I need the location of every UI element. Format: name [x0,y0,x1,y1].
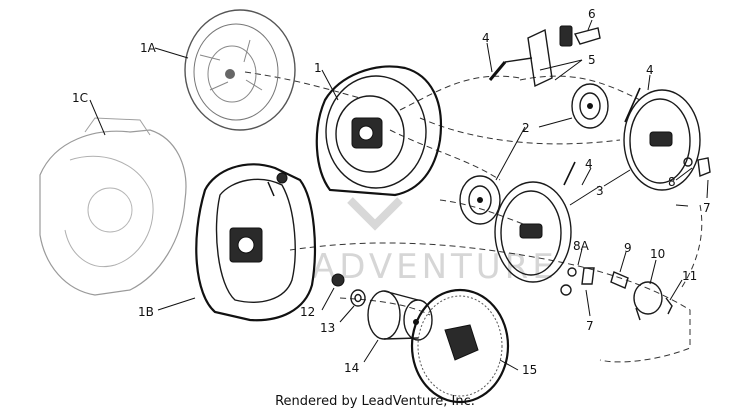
part-14-cup [367,290,433,341]
part-15-screen [410,288,510,404]
part-9-screw [610,271,629,289]
callout-4-upper: 4 [646,63,654,77]
callout-15: 15 [522,363,537,377]
callout-labels: 1A 1C 1 1B 2 3 4 4 4 5 6 7 7 8 8A 9 10 1… [72,7,711,377]
watermark: ADVENTURE [312,197,558,287]
watermark-text: ADVENTURE [312,247,558,287]
part-2-recoil-spring-lower [459,175,501,225]
callout-9: 9 [624,241,632,255]
part-12-nut [331,273,345,287]
part-11-spring [665,297,673,315]
callout-8: 8 [668,175,676,189]
callout-2: 2 [522,121,530,135]
callout-13: 13 [320,321,335,335]
part-6-cam [559,25,601,47]
callout-1c: 1C [72,91,88,105]
callout-12: 12 [300,305,315,319]
callout-1a: 1A [140,41,157,55]
part-10-pawl [633,281,663,321]
callout-4-handle-rope: 4 [482,31,490,45]
part-5-starter-handle [488,28,553,88]
part-1b-housing-cover [195,163,316,322]
part-1-starter-housing [315,65,443,197]
callout-1b: 1B [138,305,154,319]
footer-credit: Rendered by LeadVenture, Inc. [275,394,475,409]
callout-4-lower: 4 [585,157,593,171]
part-8a-retainer-lower [560,267,595,296]
callout-14: 14 [344,361,359,375]
leader-lines [89,19,709,371]
part-1c-blower-housing [39,117,187,296]
callout-6: 6 [588,7,596,21]
part-2-recoil-spring-upper [571,83,609,129]
part-3-pulley-upper [623,87,701,191]
callout-7-upper: 7 [703,201,711,215]
part-1a-starter-cup [184,9,296,131]
part-13-washer [350,289,366,307]
callout-1: 1 [314,61,322,75]
callout-10: 10 [650,247,665,261]
callout-7-lower: 7 [586,319,594,333]
part-8-retainer-upper [675,157,711,207]
part-3-pulley-lower [494,161,576,283]
callout-11: 11 [682,269,697,283]
callout-8a: 8A [573,239,590,253]
callout-3: 3 [596,184,604,198]
callout-5: 5 [588,53,596,67]
